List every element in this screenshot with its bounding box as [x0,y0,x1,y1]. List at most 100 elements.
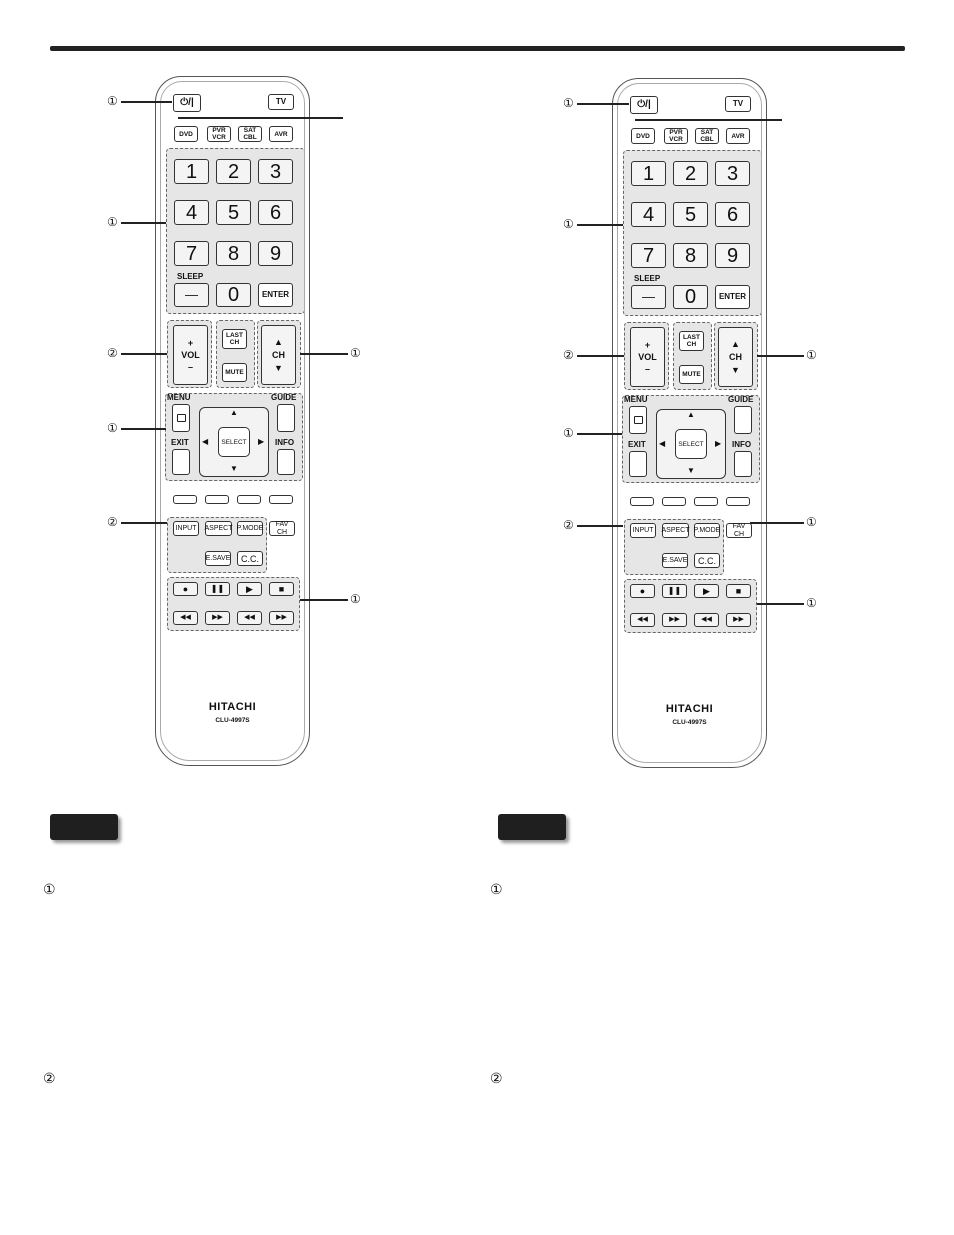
digit-5-button[interactable]: 5 [673,202,708,227]
enter-button[interactable]: ENTER [258,283,293,307]
down-arrow-icon[interactable]: ▼ [230,464,238,473]
digit-9-button[interactable]: 9 [715,243,750,268]
select-button[interactable]: SELECT [218,427,250,457]
up-arrow-icon[interactable]: ▲ [230,408,238,417]
esave-button[interactable]: E.SAVE [205,551,231,566]
play-button[interactable]: ▶ [237,582,262,596]
info-button[interactable] [734,451,752,477]
sat-cbl-button[interactable]: SAT CBL [695,128,719,144]
green-button[interactable] [205,495,229,504]
esave-button[interactable]: E.SAVE [662,553,688,568]
digit-8-button[interactable]: 8 [673,243,708,268]
skip-back-button[interactable]: ◀◀ [237,611,262,625]
power-button[interactable]: ⏻/| [173,94,201,112]
vol-button[interactable]: + VOL – [173,325,208,385]
enter-button[interactable]: ENTER [715,285,750,309]
right-arrow-icon[interactable]: ▶ [258,437,265,446]
green-button[interactable] [662,497,686,506]
digit-1-button[interactable]: 1 [631,161,666,186]
pause-button[interactable]: ❚❚ [662,584,687,598]
right-arrow-icon[interactable]: ▶ [715,439,722,448]
fav-ch-button[interactable]: FAV CH [269,521,295,536]
play-button[interactable]: ▶ [694,584,719,598]
mute-button[interactable]: MUTE [222,363,247,382]
skip-back-button[interactable]: ◀◀ [694,613,719,627]
up-arrow-icon[interactable]: ▲ [687,410,695,419]
cc-button[interactable]: C.C. [237,551,263,566]
tv-button[interactable]: TV [725,96,751,112]
pvr-vcr-button[interactable]: PVR VCR [664,128,688,144]
digit-1-button[interactable]: 1 [174,159,209,184]
cc-button[interactable]: C.C. [694,553,720,568]
digit-5-button[interactable]: 5 [216,200,251,225]
pmode-button[interactable]: P.MODE [237,521,263,536]
guide-button[interactable] [734,406,752,434]
rewind-button[interactable]: ◀◀ [630,613,655,627]
digit-6-button[interactable]: 6 [715,202,750,227]
stop-button[interactable]: ■ [269,582,294,596]
red-button[interactable] [630,497,654,506]
pause-button[interactable]: ❚❚ [205,582,230,596]
sleep-button[interactable]: — [174,283,209,307]
digit-9-button[interactable]: 9 [258,241,293,266]
record-button[interactable]: ● [630,584,655,598]
fast-forward-button[interactable]: ▶▶ [662,613,687,627]
dvd-button[interactable]: DVD [174,126,198,142]
aspect-button[interactable]: ASPECT [662,523,690,538]
ch-button[interactable]: ▲ CH ▼ [718,327,753,387]
skip-forward-button[interactable]: ▶▶ [726,613,751,627]
digit-0-button[interactable]: 0 [216,283,251,307]
vol-button[interactable]: + VOL – [630,327,665,387]
power-button[interactable]: ⏻/| [630,96,658,114]
digit-2-button[interactable]: 2 [216,159,251,184]
last-ch-button[interactable]: LAST CH [679,331,704,351]
fast-forward-button[interactable]: ▶▶ [205,611,230,625]
avr-button[interactable]: AVR [726,128,750,144]
input-button[interactable]: INPUT [630,523,656,538]
left-arrow-icon[interactable]: ◀ [659,439,666,448]
last-ch-button[interactable]: LAST CH [222,329,247,349]
digit-4-button[interactable]: 4 [631,202,666,227]
fav-ch-button[interactable]: FAV CH [726,523,752,538]
callout-line [300,599,348,601]
guide-button[interactable] [277,404,295,432]
digit-7-button[interactable]: 7 [631,243,666,268]
sat-cbl-button[interactable]: SAT CBL [238,126,262,142]
pmode-button[interactable]: P.MODE [694,523,720,538]
digit-0-button[interactable]: 0 [673,285,708,309]
red-button[interactable] [173,495,197,504]
down-arrow-icon[interactable]: ▼ [687,466,695,475]
menu-button[interactable] [172,404,190,432]
avr-button[interactable]: AVR [269,126,293,142]
exit-button[interactable] [629,451,647,477]
digit-4-button[interactable]: 4 [174,200,209,225]
digit-2-button[interactable]: 2 [673,161,708,186]
tv-button[interactable]: TV [268,94,294,110]
blue-button[interactable] [269,495,293,504]
input-button[interactable]: INPUT [173,521,199,536]
skip-forward-button[interactable]: ▶▶ [269,611,294,625]
yellow-button[interactable] [694,497,718,506]
yellow-button[interactable] [237,495,261,504]
exit-button[interactable] [172,449,190,475]
aspect-button[interactable]: ASPECT [205,521,233,536]
pvr-vcr-button[interactable]: PVR VCR [207,126,231,142]
digit-3-button[interactable]: 3 [258,159,293,184]
sleep-button[interactable]: — [631,285,666,309]
digit-3-button[interactable]: 3 [715,161,750,186]
ch-button[interactable]: ▲ CH ▼ [261,325,296,385]
info-button[interactable] [277,449,295,475]
callout-picture: ② [563,518,574,532]
digit-6-button[interactable]: 6 [258,200,293,225]
stop-button[interactable]: ■ [726,584,751,598]
mute-button[interactable]: MUTE [679,365,704,384]
menu-button[interactable] [629,406,647,434]
select-button[interactable]: SELECT [675,429,707,459]
record-button[interactable]: ● [173,582,198,596]
rewind-button[interactable]: ◀◀ [173,611,198,625]
digit-8-button[interactable]: 8 [216,241,251,266]
blue-button[interactable] [726,497,750,506]
left-arrow-icon[interactable]: ◀ [202,437,209,446]
dvd-button[interactable]: DVD [631,128,655,144]
digit-7-button[interactable]: 7 [174,241,209,266]
